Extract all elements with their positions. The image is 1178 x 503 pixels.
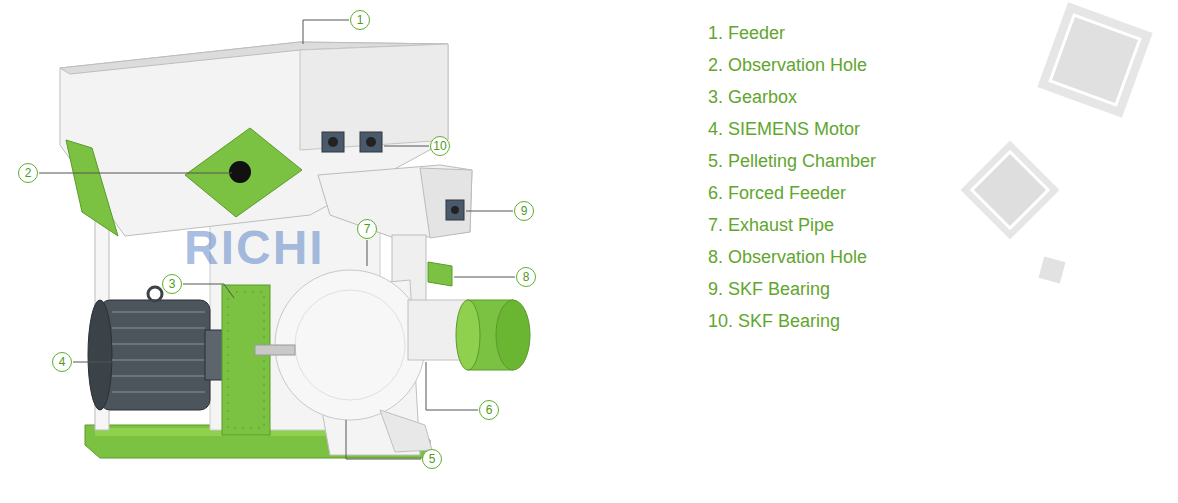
- watermark: RICHI: [184, 220, 325, 276]
- gearbox: [222, 285, 270, 435]
- callout-number: 8: [516, 267, 536, 287]
- callout-number: 6: [479, 400, 499, 420]
- part-name: 3. Gearbox: [708, 86, 797, 108]
- callout-number: 9: [514, 201, 534, 221]
- callout-number: 7: [357, 219, 377, 239]
- callout-number: 1: [350, 10, 370, 30]
- callout-number: 4: [52, 352, 72, 372]
- pelleting-chamber: [255, 270, 468, 455]
- callout-number: 2: [18, 163, 38, 183]
- callout-number: 5: [422, 449, 442, 469]
- leader-line: [39, 20, 515, 459]
- part-name: 10. SKF Bearing: [708, 310, 840, 332]
- callout-number: 3: [162, 274, 182, 294]
- part-name: 5. Pelleting Chamber: [708, 150, 876, 172]
- part-name: 9. SKF Bearing: [708, 278, 830, 300]
- part-name: 6. Forced Feeder: [708, 182, 846, 204]
- part-name: 7. Exhaust Pipe: [708, 214, 834, 236]
- part-name: 2. Observation Hole: [708, 54, 867, 76]
- part-name: 1. Feeder: [708, 22, 785, 44]
- motor: [88, 287, 225, 410]
- part-name: 8. Observation Hole: [708, 246, 867, 268]
- decor-diamond: [961, 2, 1153, 284]
- part-name: 4. SIEMENS Motor: [708, 118, 860, 140]
- pulley-cover: [456, 300, 530, 370]
- callout-number: 10: [430, 136, 450, 156]
